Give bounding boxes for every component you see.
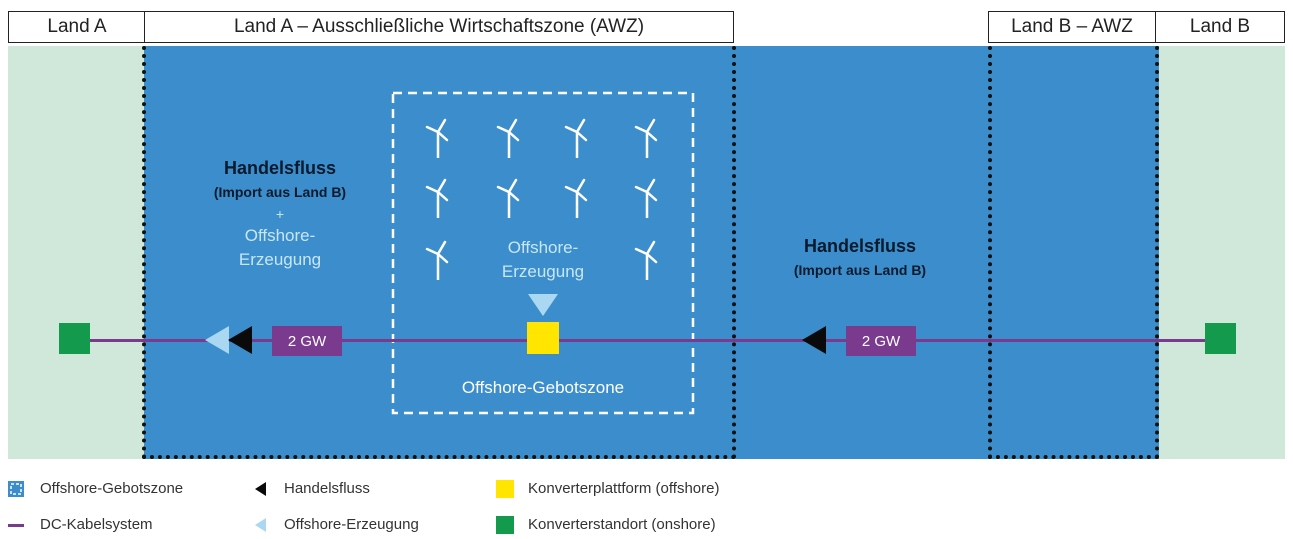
left-label-erzeugung: Erzeugung (238, 250, 322, 269)
legend-konverterplattform-label: Konverterplattform (offshore) (528, 480, 720, 497)
onshore-converter-left (59, 323, 90, 354)
offshore-generation-left-arrow-icon (205, 326, 229, 354)
land-a-zone (8, 46, 144, 459)
onshore-converter-right (1205, 323, 1236, 354)
offshore-gebotszone-box (391, 91, 695, 415)
legend-dc-kabel-label: DC-Kabelsystem (40, 516, 153, 533)
awz-b-left-border (988, 46, 992, 459)
wind-turbine-icon (425, 178, 449, 218)
wind-turbine-icon (496, 178, 520, 218)
capacity-badge-right: 2 GW (846, 326, 916, 356)
header-land-a: Land A (8, 11, 146, 43)
left-label-offshore: Offshore- (244, 226, 316, 245)
offshore-gebotszone-label: Offshore-Gebotszone (461, 378, 625, 397)
awz-a-bottom-border (142, 455, 736, 459)
header-land-b-awz: Land B – AWZ (988, 11, 1156, 43)
legend-gebotszone-label: Offshore-Gebotszone (40, 480, 184, 497)
wind-turbine-icon (425, 118, 449, 158)
trade-flow-legend-icon (255, 482, 266, 496)
awz-b-bottom-border (988, 455, 1159, 459)
onshore-legend-icon (496, 516, 514, 534)
awz-a-left-border (142, 46, 146, 459)
offshore-converter-platform (527, 322, 559, 354)
left-label-plus: + (275, 206, 285, 222)
legend-handelsfluss-label: Handelsfluss (284, 480, 370, 497)
right-label-title: Handelsfluss (803, 236, 917, 256)
legend-konverterstandort-label: Konverterstandort (onshore) (528, 516, 716, 533)
wind-turbine-icon (564, 118, 588, 158)
trade-flow-right-arrow-icon (802, 326, 826, 354)
header-land-b: Land B (1155, 11, 1285, 43)
center-label-erzeugung: Erzeugung (501, 262, 585, 281)
left-flow-label: Handelsfluss (Import aus Land B) + Offsh… (180, 156, 380, 272)
offshore-generation-arrow-icon (528, 294, 558, 316)
dc-cable-line (90, 339, 1210, 342)
capacity-badge-left: 2 GW (272, 326, 342, 356)
right-label-subtitle: (Import aus Land B) (793, 262, 927, 278)
wind-turbine-icon (634, 178, 658, 218)
land-b-zone (1159, 46, 1285, 459)
awz-b-right-border (1155, 46, 1159, 459)
gebotszone-legend-icon (8, 481, 24, 497)
awz-a-right-border (732, 46, 736, 459)
left-label-subtitle: (Import aus Land B) (213, 184, 347, 200)
center-generation-label: Offshore- Erzeugung (443, 236, 643, 284)
offshore-generation-legend-icon (255, 518, 266, 532)
platform-legend-icon (496, 480, 514, 498)
trade-flow-left-arrow-icon (228, 326, 252, 354)
right-flow-label: Handelsfluss (Import aus Land B) (760, 234, 960, 282)
center-label-offshore: Offshore- (507, 238, 579, 257)
legend-offshore-erzeugung-label: Offshore-Erzeugung (284, 516, 419, 533)
dc-cable-legend-icon (8, 524, 24, 527)
header-land-a-awz: Land A – Ausschließliche Wirtschaftszone… (144, 11, 734, 43)
wind-turbine-icon (496, 118, 520, 158)
wind-turbine-icon (634, 118, 658, 158)
left-label-title: Handelsfluss (223, 158, 337, 178)
wind-turbine-icon (564, 178, 588, 218)
